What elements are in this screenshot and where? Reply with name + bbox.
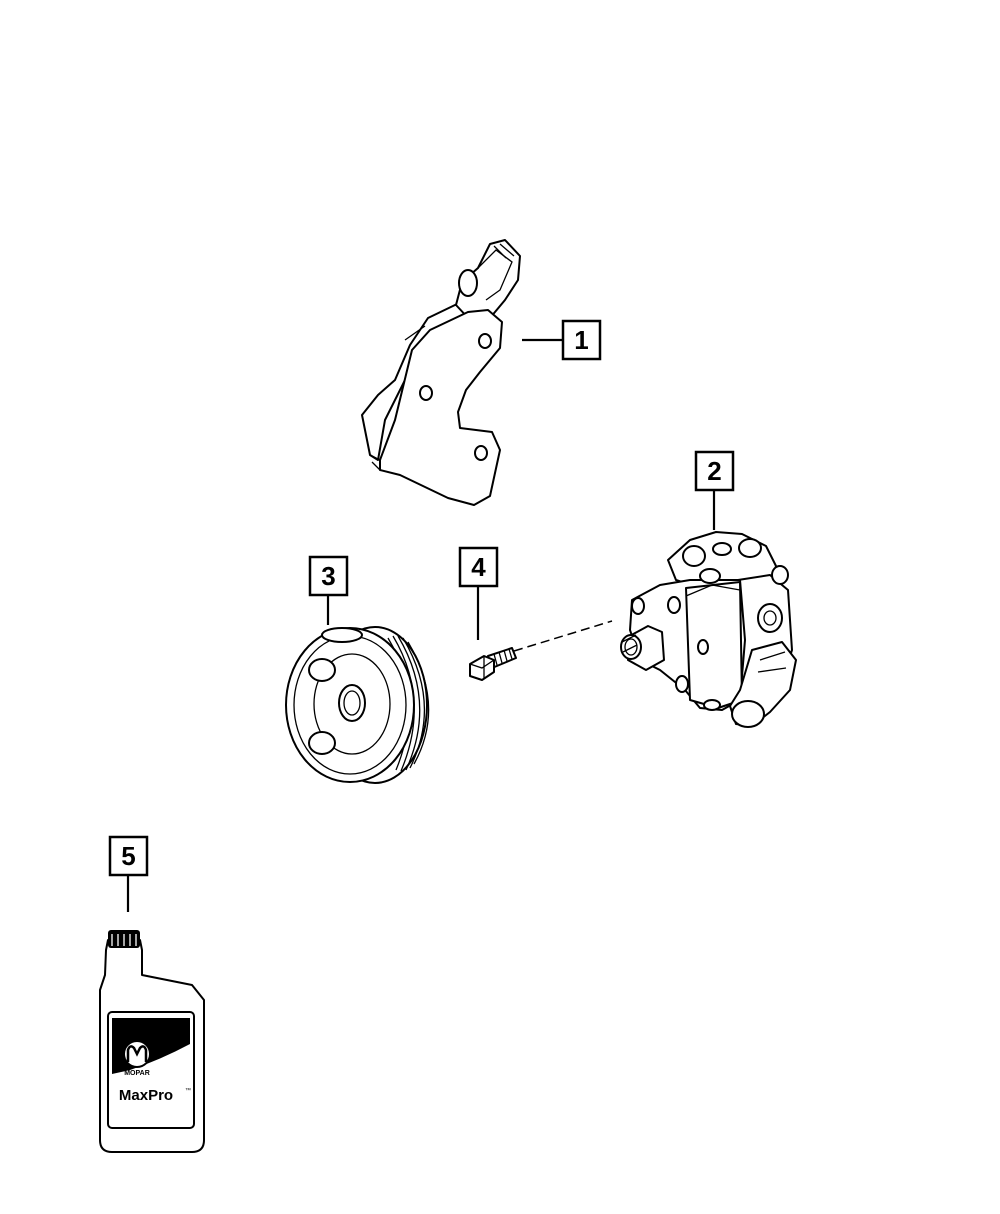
bolt-part xyxy=(469,647,517,681)
pulley-part xyxy=(285,626,430,784)
callout-5: 5 xyxy=(108,835,149,912)
callout-4: 4 xyxy=(458,546,499,640)
bracket-part xyxy=(361,239,521,506)
callout-3: 3 xyxy=(308,555,349,625)
bottle-brand-text: MOPAR xyxy=(124,1070,150,1077)
bottle-trademark-text: ™ xyxy=(185,1087,191,1094)
callout-2: 2 xyxy=(694,450,735,530)
maxpro-fluid-bottle: MOPAR MaxPro ™ xyxy=(99,930,205,1153)
callout-3-label: 3 xyxy=(321,561,335,591)
alignment-line xyxy=(513,620,613,652)
callout-5-label: 5 xyxy=(121,841,135,871)
bottle-product-text: MaxPro xyxy=(119,1087,173,1104)
power-steering-pump-part xyxy=(620,531,797,728)
callout-1-label: 1 xyxy=(574,325,588,355)
callout-4-label: 4 xyxy=(471,552,486,582)
callout-1: 1 xyxy=(522,319,602,361)
callout-2-label: 2 xyxy=(707,456,721,486)
